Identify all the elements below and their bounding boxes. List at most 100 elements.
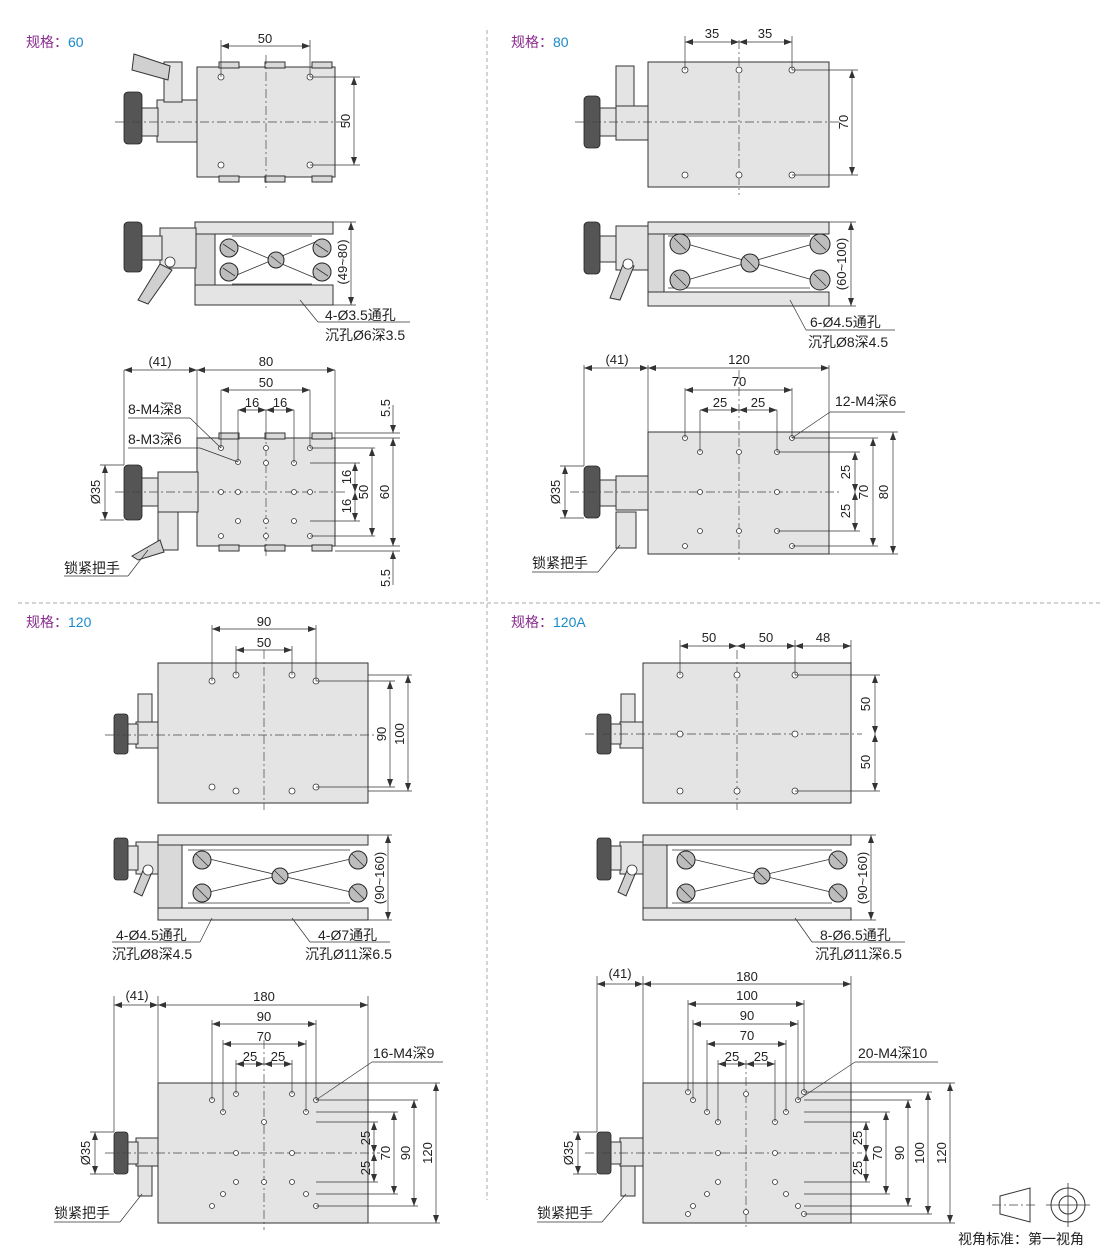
dim-label: 90	[892, 1146, 907, 1160]
hole-note: 沉孔Ø8深4.5	[808, 334, 888, 350]
dim-label: 70	[740, 1028, 754, 1043]
knob-icon	[123, 464, 143, 521]
tap-note: 8-M4深8	[128, 401, 182, 417]
dim-label: 70	[257, 1029, 271, 1044]
dim-label: 25	[850, 1131, 865, 1145]
lock-handle-label: 锁紧把手	[54, 1205, 110, 1221]
dim-label: 50	[258, 31, 272, 46]
hole-note: 6-Ø4.5通孔	[810, 314, 881, 330]
dim-label: 5.5	[378, 399, 393, 417]
dim-label: 5.5	[378, 569, 393, 587]
dim-label: 100	[736, 988, 758, 1003]
dim-label: 180	[253, 989, 275, 1004]
hole-note: 4-Ø3.5通孔	[325, 307, 396, 323]
quadrant-spec-60: 规格：60 50 50	[26, 31, 410, 587]
dim-label: 70	[378, 1146, 393, 1160]
dim-label: 60	[377, 485, 392, 499]
dim-label: 25	[243, 1049, 257, 1064]
knob-icon	[123, 91, 143, 145]
dim-label: 100	[392, 723, 407, 745]
dim-label: 16	[339, 499, 354, 513]
knob-icon	[583, 221, 601, 275]
spec-value: 120	[68, 614, 92, 630]
bottom-view: (41) 80 50 16 16 5.5 16 16 50 60 5.5 Ø35…	[64, 354, 400, 587]
dim-label: 25	[754, 1049, 768, 1064]
spec-label: 规格：	[26, 614, 68, 630]
bottom-view: (41) 180 90 70 25 25 25 25 70 90 120 Ø35…	[54, 988, 443, 1230]
dim-label: 35	[758, 26, 772, 41]
dim-label: 35	[705, 26, 719, 41]
dim-label: 50	[257, 635, 271, 650]
svg-text:规格：120A: 规格：120A	[511, 614, 586, 630]
side-view: (90~160) 4-Ø4.5通孔 沉孔Ø8深4.5 4-Ø7通孔 沉孔Ø11深…	[112, 834, 392, 962]
spec-value: 80	[553, 34, 569, 50]
side-view: (90~160) 8-Ø6.5通孔 沉孔Ø11深6.5	[596, 834, 905, 962]
dim-label: 25	[358, 1131, 373, 1145]
dim-label: 90	[398, 1146, 413, 1160]
tap-note: 16-M4深9	[373, 1045, 435, 1061]
hole-note: 沉孔Ø11深6.5	[815, 946, 902, 962]
dim-label: 90	[374, 727, 389, 741]
side-range-label: (60~100)	[834, 238, 849, 290]
side-view: (49~80) 4-Ø3.5通孔 沉孔Ø6深3.5	[123, 221, 410, 343]
top-view: 35 35 70	[575, 26, 858, 195]
svg-text:规格：80: 规格：80	[511, 34, 569, 50]
dim-label: Ø35	[78, 1141, 93, 1166]
hole-note: 4-Ø4.5通孔	[116, 927, 187, 943]
hole-note: 沉孔Ø8深4.5	[112, 946, 192, 962]
quadrant-spec-120: 规格：120 90 50 90 100	[26, 614, 443, 1230]
tap-note: 20-M4深10	[858, 1045, 927, 1061]
spec-label: 规格：	[511, 34, 553, 50]
dim-label: 100	[912, 1142, 927, 1164]
side-range-label: (90~160)	[372, 852, 387, 904]
top-view: 50 50	[115, 31, 360, 190]
dim-label: 90	[740, 1008, 754, 1023]
knob-icon	[123, 221, 143, 273]
dim-label: 120	[420, 1142, 435, 1164]
spec-value: 60	[68, 34, 84, 50]
tap-note: 8-M3深6	[128, 431, 182, 447]
dim-label: 50	[356, 485, 371, 499]
dim-label: 70	[870, 1146, 885, 1160]
lock-handle-label: 锁紧把手	[537, 1205, 593, 1221]
dim-label: 25	[358, 1161, 373, 1175]
lock-handle-label: 锁紧把手	[532, 555, 588, 571]
dim-label: 70	[836, 115, 851, 129]
bottom-view: (41) 180 100 90 70 25 25 25 25 70 90 100…	[537, 966, 955, 1230]
dim-label: 180	[736, 969, 758, 984]
dim-label: 25	[725, 1049, 739, 1064]
dim-label: 120	[934, 1142, 949, 1164]
dim-label: 50	[858, 755, 873, 769]
dim-label: 25	[838, 504, 853, 518]
side-view: (60~100) 6-Ø4.5通孔 沉孔Ø8深4.5	[583, 221, 895, 350]
spec-value: 120A	[553, 614, 586, 630]
dim-label: Ø35	[561, 1141, 576, 1166]
hole-note: 4-Ø7通孔	[318, 927, 377, 943]
dim-label: 25	[751, 395, 765, 410]
dim-label: (41)	[605, 352, 628, 367]
svg-text:规格：60: 规格：60	[26, 34, 84, 50]
top-view: 90 50 90 100	[105, 614, 412, 810]
dim-label: 48	[816, 630, 830, 645]
side-range-label: (90~160)	[855, 852, 870, 904]
dim-label: 16	[273, 395, 287, 410]
projection-standard-label: 视角标准：第一视角	[958, 1231, 1084, 1247]
dim-label: 70	[856, 485, 871, 499]
spec-label: 规格：	[26, 34, 68, 50]
dim-label: Ø35	[88, 480, 103, 505]
dim-label: 16	[339, 470, 354, 484]
knob-icon	[113, 713, 129, 755]
dim-label: 90	[257, 614, 271, 629]
dim-label: 80	[876, 485, 891, 499]
svg-text:规格：120: 规格：120	[26, 614, 92, 630]
quadrant-spec-120a: 规格：120A 50 50 48 50 50	[511, 614, 955, 1230]
side-range-label: (49~80)	[335, 239, 350, 284]
dim-label: Ø35	[548, 480, 563, 505]
knob-icon	[596, 837, 612, 881]
dim-label: (41)	[608, 966, 631, 981]
dim-label: 80	[259, 354, 273, 369]
knob-icon	[113, 837, 129, 881]
quadrant-spec-80: 规格：80 35 35 70	[511, 26, 905, 573]
dim-label: 25	[271, 1049, 285, 1064]
